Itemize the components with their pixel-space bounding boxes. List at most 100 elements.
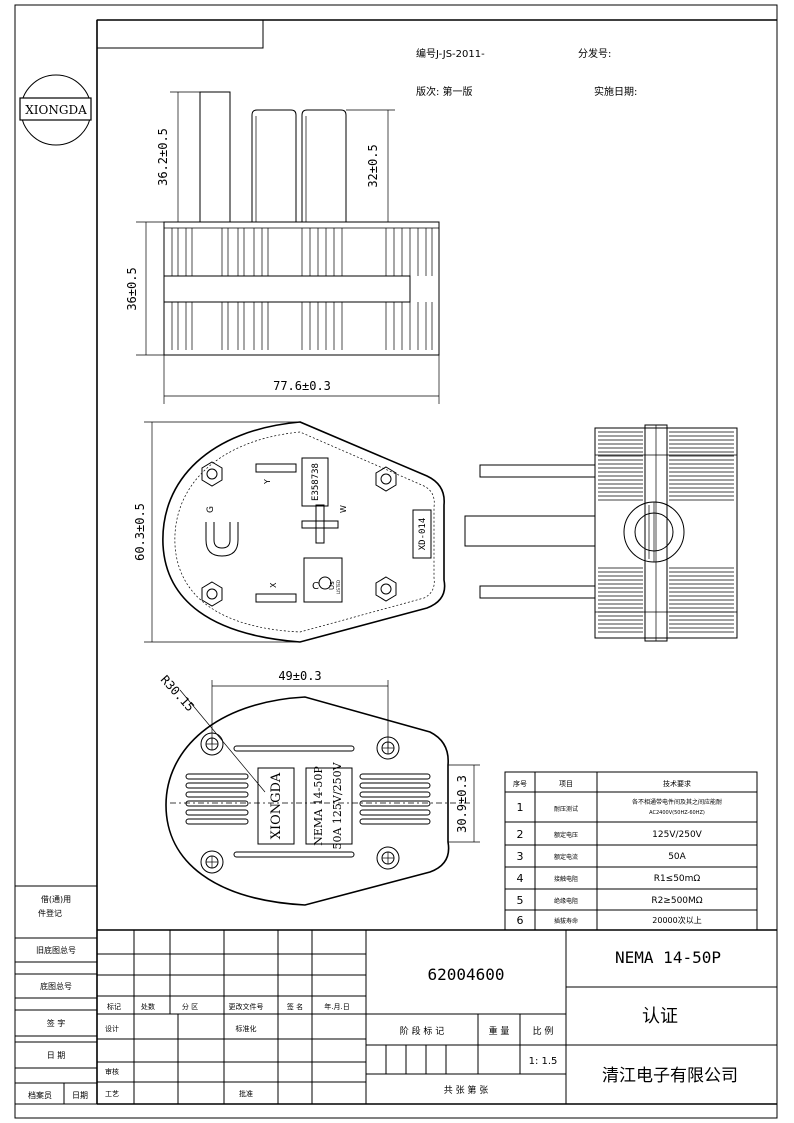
- svg-text:插拔寿命: 插拔寿命: [554, 917, 578, 925]
- side-pin-top: [479, 464, 596, 478]
- svg-text:125V/250V: 125V/250V: [652, 830, 703, 840]
- svg-text:额定电流: 额定电流: [554, 853, 578, 861]
- svg-text:批准: 批准: [239, 1089, 253, 1098]
- doc-number: 编号J-JS-2011-: [416, 47, 485, 60]
- svg-text:W: W: [339, 505, 348, 513]
- spec-table: 序号 项目 技术要求 1 耐压测试 各不相通带电件间及其之间应能耐 AC2400…: [504, 771, 758, 931]
- dim-pin-long: 36.2±0.5: [156, 128, 170, 186]
- side-pin-middle: [464, 515, 596, 547]
- svg-text:X: X: [269, 582, 278, 588]
- back-view: XIONGDA NEMA 14-50P 50A 125V/250V 49±0.3…: [158, 669, 480, 906]
- svg-text:序号: 序号: [513, 779, 527, 788]
- svg-text:XIONGDA: XIONGDA: [269, 772, 284, 839]
- cert-number-box: [301, 457, 329, 507]
- scale-value: 1: 1.5: [529, 1056, 558, 1067]
- svg-text:日 期: 日 期: [47, 1051, 66, 1060]
- dim-body-width: 77.6±0.3: [273, 379, 331, 393]
- model-code-box: [412, 509, 432, 559]
- side-body: [594, 427, 738, 639]
- face-inner-ribs: [174, 431, 435, 633]
- screw-bottom-left: [201, 581, 223, 607]
- svg-text:绝缘电阻: 绝缘电阻: [554, 897, 578, 905]
- ground-pin: [199, 91, 231, 223]
- version: 版次: 第一版: [416, 85, 473, 98]
- back-screw-bottom-right: [376, 846, 400, 870]
- svg-text:XD-014: XD-014: [418, 518, 428, 551]
- screw-top-right: [375, 466, 397, 492]
- svg-text:借(通)用: 借(通)用: [41, 894, 71, 904]
- xiongda-logo: XIONGDA: [19, 74, 92, 146]
- drawing-number: 62004600: [427, 965, 504, 984]
- blade-pin-2: [301, 109, 347, 222]
- svg-text:NEMA 14-50P: NEMA 14-50P: [312, 766, 325, 846]
- svg-text:E358738: E358738: [311, 463, 321, 501]
- svg-text:Us: Us: [328, 581, 336, 590]
- cul-us-mark: [303, 557, 343, 603]
- svg-text:4: 4: [517, 872, 524, 885]
- svg-text:1: 1: [517, 801, 524, 814]
- svg-text:XIONGDA: XIONGDA: [25, 103, 87, 117]
- title-block: 标记 处数 分 区 更改文件号 签 名 年.月.日 设计 标准化 审核 工艺 批…: [97, 929, 777, 1104]
- svg-text:重 量: 重 量: [489, 1025, 510, 1037]
- svg-text:3: 3: [517, 850, 524, 863]
- dim-back-height: 30.9±0.3: [455, 775, 469, 833]
- svg-text:共 张 第 张: 共 张 第 张: [444, 1084, 489, 1096]
- document-type: 认证: [642, 1006, 678, 1027]
- distribution-number: 分发号:: [578, 47, 611, 60]
- cable-clamp-bar: [163, 275, 411, 303]
- svg-text:Y: Y: [263, 479, 272, 485]
- svg-text:6: 6: [517, 914, 524, 927]
- svg-text:R2≥500MΩ: R2≥500MΩ: [651, 896, 702, 906]
- svg-text:工艺: 工艺: [105, 1090, 119, 1098]
- svg-text:阶 段 标 记: 阶 段 标 记: [400, 1025, 445, 1037]
- back-screw-bottom-left: [200, 850, 224, 874]
- svg-text:标记: 标记: [107, 1002, 121, 1011]
- svg-text:各不相通带电件间及其之间应能耐: 各不相通带电件间及其之间应能耐: [632, 798, 722, 806]
- svg-text:LISTED: LISTED: [336, 580, 341, 594]
- svg-text:底图总号: 底图总号: [40, 981, 72, 991]
- svg-text:技术要求: 技术要求: [663, 779, 691, 788]
- top-view: 36.2±0.5 32±0.5 36±0.5 77.6±0.3: [125, 91, 440, 404]
- svg-text:处数: 处数: [141, 1002, 155, 1011]
- svg-text:C: C: [312, 581, 319, 592]
- company-name: 清江电子有限公司: [602, 1066, 738, 1086]
- blade-pin-1: [251, 109, 297, 222]
- dim-pin-short: 32±0.5: [366, 144, 380, 187]
- svg-text:G: G: [206, 506, 216, 513]
- svg-text:AC2400V(50HZ-60HZ): AC2400V(50HZ-60HZ): [649, 810, 705, 816]
- svg-text:更改文件号: 更改文件号: [229, 1002, 264, 1011]
- svg-text:签 名: 签 名: [287, 1002, 303, 1011]
- screw-top-left: [201, 461, 223, 487]
- side-pin-bottom: [479, 585, 596, 599]
- svg-text:日期: 日期: [72, 1091, 88, 1100]
- screw-bottom-right: [375, 576, 397, 602]
- svg-text:耐压测试: 耐压测试: [554, 805, 578, 813]
- svg-text:签 字: 签 字: [47, 1018, 66, 1028]
- svg-text:50A: 50A: [668, 852, 686, 862]
- brand-label-box: [257, 767, 295, 845]
- outer-border: [14, 4, 778, 1119]
- svg-text:5: 5: [517, 894, 524, 907]
- svg-text:2: 2: [517, 828, 524, 841]
- dim-body-height: 36±0.5: [125, 267, 139, 310]
- dim-face-height: 60.3±0.5: [133, 503, 147, 561]
- dim-radius: R30.15: [158, 673, 197, 715]
- svg-text:标准化: 标准化: [236, 1024, 257, 1033]
- svg-text:件登记: 件登记: [38, 908, 62, 918]
- svg-text:20000次以上: 20000次以上: [652, 915, 701, 925]
- svg-text:项目: 项目: [559, 780, 573, 788]
- implementation-date: 实施日期:: [594, 85, 637, 98]
- body-ribs: [164, 227, 439, 350]
- face-outline: [162, 421, 446, 643]
- side-registry: 借(通)用 件登记 旧底图总号 底图总号 签 字 日 期 档案员 日期: [14, 885, 98, 1105]
- svg-text:设计: 设计: [105, 1024, 119, 1033]
- ground-u-slot: [205, 522, 239, 557]
- svg-text:额定电压: 额定电压: [554, 831, 578, 839]
- svg-text:50A 125V/250V: 50A 125V/250V: [331, 761, 344, 849]
- svg-text:旧底图总号: 旧底图总号: [36, 945, 76, 955]
- y-slot: [255, 463, 297, 473]
- svg-text:接触电阻: 接触电阻: [554, 875, 578, 883]
- plug-body-side: [163, 221, 440, 356]
- svg-text:R1≤50mΩ: R1≤50mΩ: [654, 874, 701, 884]
- vent-slots: [185, 745, 431, 858]
